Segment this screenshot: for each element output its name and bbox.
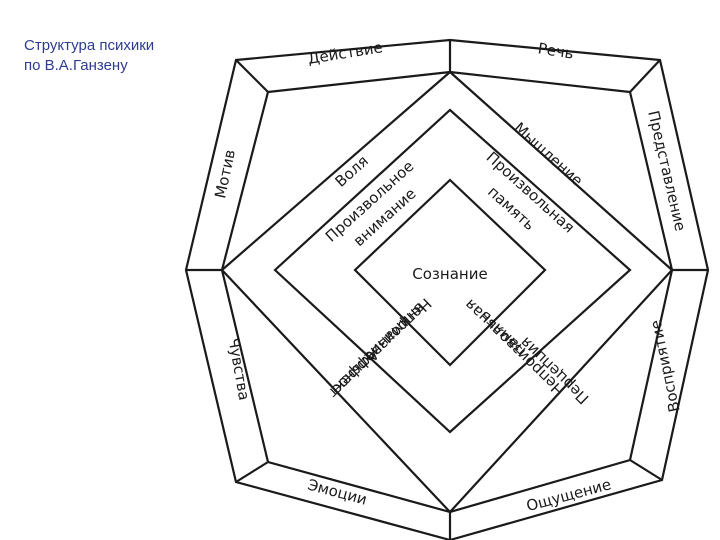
outer-label-left-bottom: Чувства <box>225 337 254 402</box>
inner-diamond <box>353 178 547 367</box>
outer-label-top-left: Действие <box>307 38 384 68</box>
inner-label-lower-right-line-2: память <box>476 307 529 359</box>
title-line-1: Структура психики <box>24 37 155 54</box>
outer-label-right-top: Представление <box>644 109 689 233</box>
outer-label-left-top: Мотив <box>211 148 239 200</box>
outer-label-right-bottom: Восприятие <box>647 318 684 413</box>
center-label: Сознание <box>412 265 487 283</box>
page-title: Структура психики по В.А.Ганзену <box>24 36 214 76</box>
title-line-2: по В.А.Ганзену <box>24 57 128 74</box>
inner-square <box>273 108 632 434</box>
outer-label-bottom-right: Ощущение <box>524 475 613 515</box>
connector-lines <box>186 40 708 540</box>
outer-label-top-right: Речь <box>537 39 575 62</box>
